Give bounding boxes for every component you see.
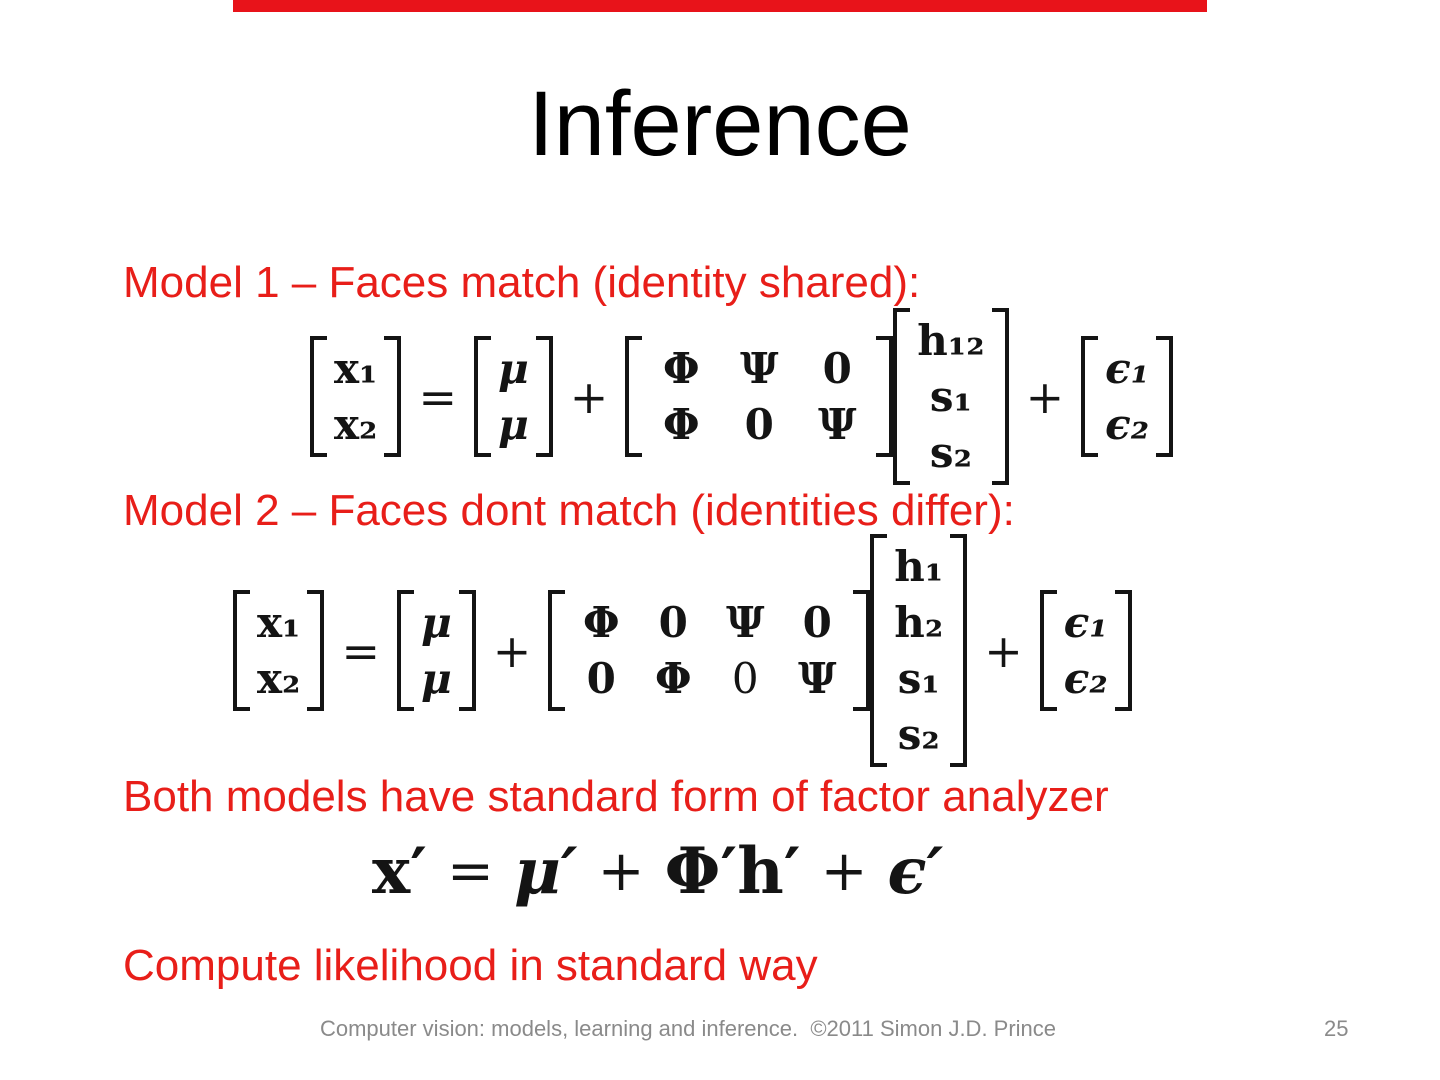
- plus-sign: +: [492, 623, 532, 678]
- vector-cell: μ: [497, 344, 529, 394]
- matrix-cell: Ψ: [726, 598, 765, 648]
- vector-cell: h₁: [894, 542, 944, 591]
- matrix-cell: Ψ: [740, 344, 779, 394]
- eq3-term: ϵ′: [887, 834, 944, 909]
- eq3-term: Φ′h′: [664, 834, 801, 909]
- vector-cell: x₂: [334, 400, 378, 450]
- left-bracket: [548, 590, 566, 712]
- heading-factor-analyzer: Both models have standard form of factor…: [123, 772, 1109, 821]
- vector-cell: x₁: [334, 344, 378, 394]
- heading-compute-likelihood: Compute likelihood in standard way: [123, 941, 818, 990]
- vector-cell: s₁: [897, 654, 940, 704]
- page-number: 25: [1324, 1016, 1349, 1041]
- right-bracket: [458, 590, 476, 712]
- left-bracket: [233, 590, 250, 712]
- heading-model1: Model 1 – Faces match (identity shared):: [123, 258, 921, 307]
- factor-matrix-eq2: Φ 0 Ψ 0 0 Φ 0 Ψ: [548, 590, 871, 712]
- plus-sign: +: [597, 839, 645, 904]
- matrix-cell: 0: [822, 344, 852, 394]
- matrix-cell: 0: [731, 654, 759, 704]
- mean-vector-eq1: μ μ: [473, 336, 553, 458]
- right-bracket: [384, 336, 402, 458]
- heading-model2: Model 2 – Faces dont match (identities d…: [123, 486, 1015, 535]
- equation-model1: x₁ x₂ = μ μ + Φ Ψ 0 Φ 0 Ψ: [310, 308, 1174, 486]
- vector-cell: s₁: [929, 372, 972, 422]
- right-bracket: [535, 336, 553, 458]
- noise-vector-eq2: ϵ₁ ϵ₂: [1039, 590, 1132, 712]
- mean-vector-eq2: μ μ: [396, 590, 476, 712]
- vector-cell: ϵ₂: [1105, 400, 1150, 450]
- factor-matrix-eq1: Φ Ψ 0 Φ 0 Ψ: [625, 336, 894, 458]
- slide-title: Inference: [528, 73, 912, 175]
- vector-cell: μ: [420, 598, 452, 648]
- vector-cell: ϵ₁: [1105, 344, 1150, 394]
- right-bracket: [307, 590, 325, 712]
- matrix-cell: 0: [586, 654, 616, 704]
- vector-cell: μ: [420, 654, 452, 704]
- vector-cell: x₁: [257, 598, 301, 648]
- right-bracket: [1114, 590, 1132, 712]
- left-bracket: [893, 308, 911, 486]
- equals-sign: =: [418, 369, 457, 424]
- matrix-cell: Ψ: [798, 654, 837, 704]
- left-bracket: [625, 336, 643, 458]
- left-bracket: [473, 336, 491, 458]
- eq3-term: x′: [372, 834, 428, 909]
- vector-cell: ϵ₂: [1063, 654, 1108, 704]
- x-vector-eq1: x₁ x₂: [310, 336, 402, 458]
- vector-cell: s₂: [897, 710, 940, 760]
- left-bracket: [870, 534, 888, 768]
- plus-sign: +: [820, 839, 868, 904]
- matrix-cell: Φ: [654, 654, 692, 704]
- vector-cell: x₂: [257, 654, 301, 704]
- right-bracket: [853, 590, 871, 712]
- matrix-cell: Φ: [662, 344, 700, 394]
- right-bracket: [950, 534, 968, 768]
- hidden-vector-eq1: h₁₂ s₁ s₂: [893, 308, 1009, 486]
- plus-sign: +: [569, 369, 609, 424]
- vector-cell: h₁₂: [917, 316, 985, 365]
- matrix-cell: 0: [802, 598, 832, 648]
- matrix-cell: Ψ: [818, 400, 857, 450]
- vector-cell: μ: [497, 400, 529, 450]
- equals-sign: =: [341, 623, 380, 678]
- equals-sign: =: [447, 839, 494, 904]
- matrix-cell: Φ: [662, 400, 700, 450]
- left-bracket: [310, 336, 327, 458]
- right-bracket: [991, 308, 1009, 486]
- eq3-term: μ′: [513, 834, 578, 909]
- right-bracket: [1156, 336, 1174, 458]
- left-bracket: [396, 590, 414, 712]
- top-accent-bar: [233, 0, 1207, 12]
- matrix-cell: 0: [744, 400, 774, 450]
- plus-sign: +: [984, 623, 1023, 678]
- noise-vector-eq1: ϵ₁ ϵ₂: [1081, 336, 1174, 458]
- equation-model2: x₁ x₂ = μ μ + Φ 0 Ψ 0 0 Φ 0: [233, 534, 1132, 768]
- right-bracket: [876, 336, 894, 458]
- vector-cell: s₂: [929, 428, 972, 478]
- matrix-cell: Φ: [582, 598, 620, 648]
- hidden-vector-eq2: h₁ h₂ s₁ s₂: [870, 534, 968, 768]
- vector-cell: h₂: [894, 598, 944, 648]
- plus-sign: +: [1025, 369, 1065, 424]
- left-bracket: [1039, 590, 1057, 712]
- vector-cell: ϵ₁: [1063, 598, 1108, 648]
- matrix-cell: 0: [658, 598, 688, 648]
- footer-credit: Computer vision: models, learning and in…: [319, 1016, 1057, 1041]
- equation-factor-analyzer: x′ = μ′ + Φ′h′ + ϵ′: [372, 834, 943, 909]
- left-bracket: [1081, 336, 1099, 458]
- x-vector-eq2: x₁ x₂: [233, 590, 325, 712]
